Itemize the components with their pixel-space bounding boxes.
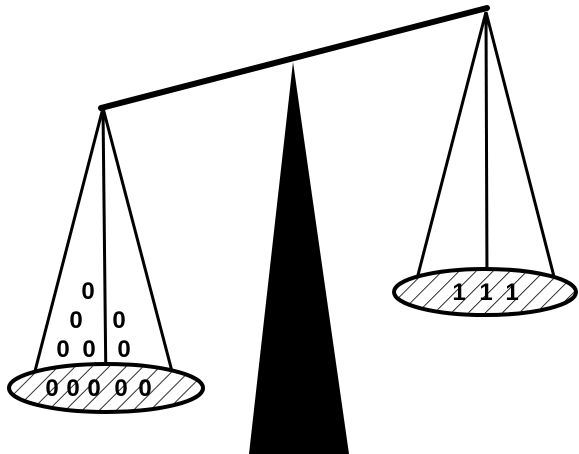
digit-zero: 0 [69,307,82,334]
left-pan-hatching [11,366,201,410]
digit-zero: 0 [112,307,125,334]
digit-zero: 0 [81,278,94,305]
digit-zero: 0 [114,375,127,402]
digit-zero: 0 [117,336,130,363]
fulcrum-post [249,62,349,454]
digit-one: 1 [452,279,465,306]
left-pan-strings [27,108,180,402]
digit-one: 1 [505,279,518,306]
digit-zero: 0 [66,375,79,402]
right-pan-digits: 1 1 1 [452,279,518,306]
left-stacked-digits: 0 0 0 0 0 0 [56,278,130,363]
digit-zero: 0 [82,336,95,363]
digit-zero: 0 [56,336,69,363]
digit-zero: 0 [138,375,151,402]
digit-zero: 0 [87,375,100,402]
right-pan-strings [411,12,560,302]
digit-one: 1 [479,279,492,306]
digit-zero: 0 [45,375,58,402]
